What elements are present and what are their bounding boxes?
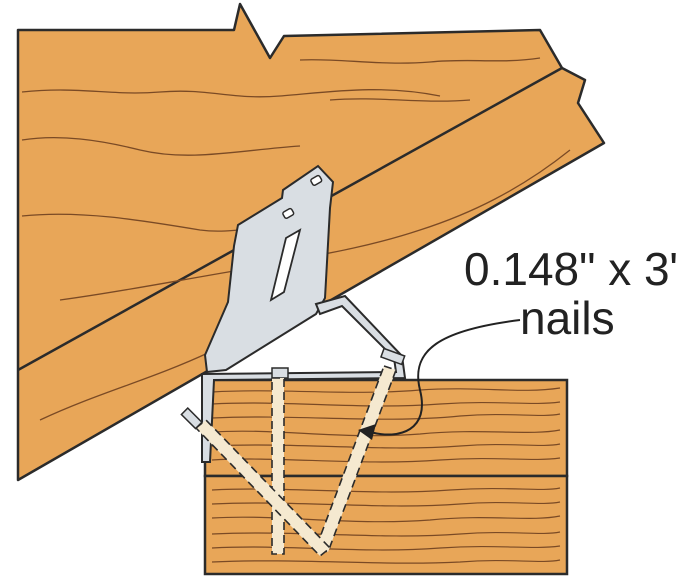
angled-rafter-tie-icon bbox=[201, 164, 407, 463]
callout-line-1: 0.148" x 3" bbox=[464, 243, 679, 295]
callout-line-2: nails bbox=[520, 292, 615, 344]
nail-icon bbox=[180, 347, 406, 558]
callout-leader bbox=[358, 319, 521, 440]
